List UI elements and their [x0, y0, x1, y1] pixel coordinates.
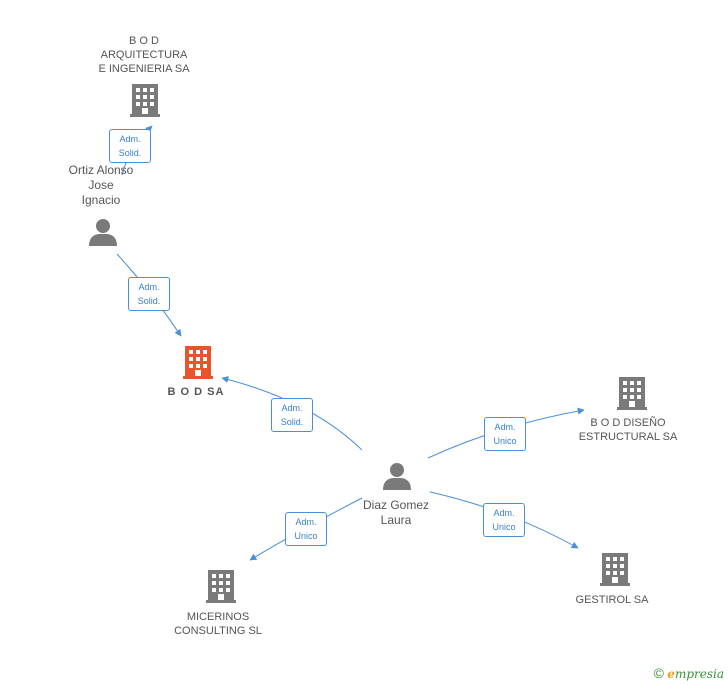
edge-label-diaz-gestirol: Adm. Unico	[483, 503, 525, 537]
edge-label-diaz-bodsa: Adm. Solid.	[271, 398, 313, 432]
edge-label-ortiz-bodsa: Adm. Solid.	[128, 277, 170, 311]
building-icon[interactable]	[600, 553, 630, 586]
node-label-diaz[interactable]: Diaz Gomez Laura	[362, 498, 430, 527]
node-label-ortiz[interactable]: Ortiz Alonso Jose Ignacio	[68, 163, 134, 207]
copyright-symbol: ©	[653, 665, 664, 681]
edge-label-ortiz-arquitectura: Adm. Solid.	[109, 129, 151, 163]
building-icon[interactable]	[617, 377, 647, 410]
node-label-bod-diseno[interactable]: B O D DISEÑO ESTRUCTURAL SA	[578, 417, 678, 443]
footer-brand: © empresia	[654, 665, 724, 681]
node-label-bodsa[interactable]: B O D SA	[167, 386, 225, 398]
node-label-bod-arquitectura[interactable]: B O D ARQUITECTURA E INGENIERIA SA	[98, 35, 190, 75]
building-icon[interactable]	[206, 570, 236, 603]
brand-logo: empresia	[667, 667, 724, 681]
person-icon[interactable]	[89, 219, 117, 246]
person-icon[interactable]	[383, 463, 411, 490]
building-icon[interactable]	[130, 84, 160, 117]
edge-label-diaz-diseno: Adm. Unico	[484, 417, 526, 451]
edge-label-diaz-micerinos: Adm. Unico	[285, 512, 327, 546]
node-label-micerinos[interactable]: MICERINOS CONSULTING SL	[174, 611, 262, 637]
node-label-gestirol[interactable]: GESTIROL SA	[575, 594, 649, 606]
main-building-icon[interactable]	[183, 346, 213, 379]
